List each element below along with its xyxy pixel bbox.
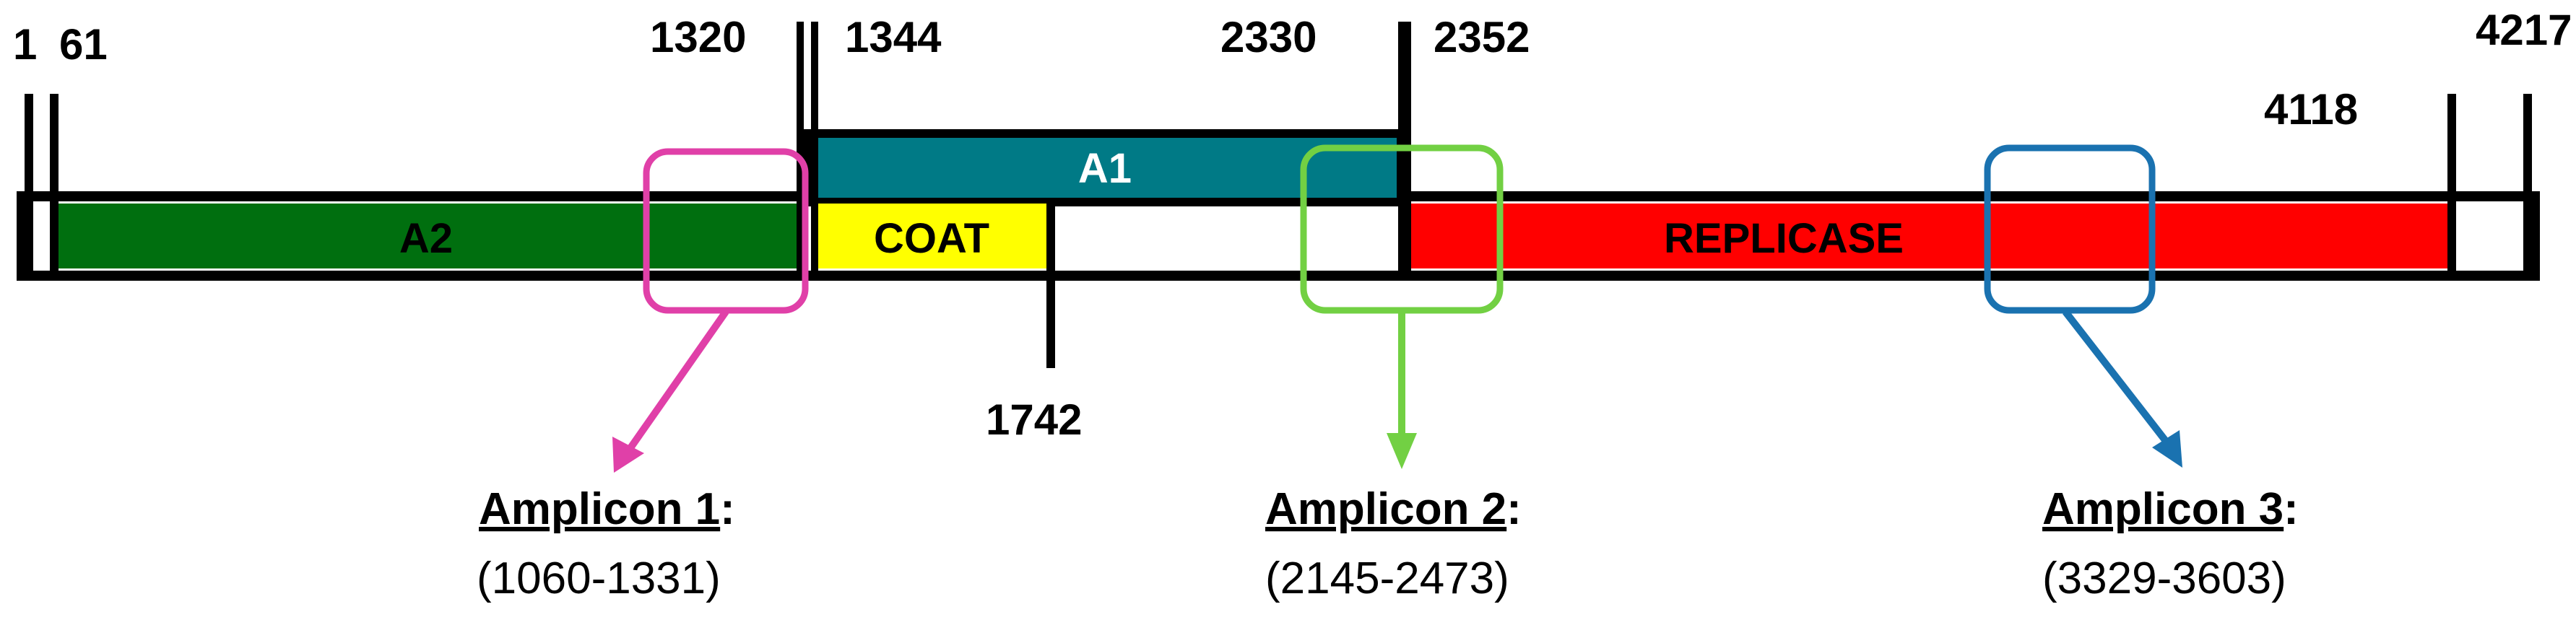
amplicon-1-heading: Amplicon 1: [479,484,735,534]
pos-label-2352: 2352 [1434,13,1530,61]
amplicon-2-heading: Amplicon 2: [1265,484,1522,534]
amplicon-2-colon: : [1506,484,1522,534]
gene-coat-bar [812,204,1051,268]
pos-label-4217: 4217 [2476,6,2572,54]
amplicon-2-range: (2145-2473) [1265,554,1509,603]
pos-label-1742: 1742 [986,395,1082,444]
amplicon-3-heading: Amplicon 3: [2042,484,2299,534]
gene-replicase-bar [1408,204,2448,268]
amplicon-1-title: Amplicon 1 [479,484,720,534]
boundary-marks [25,22,2532,368]
gene-replicase-label: REPLICASE [1664,215,1904,262]
amplicon-3: Amplicon 3: (3329-3603) [1984,144,2299,603]
amplicon-3-arrow [2063,309,2171,447]
pos-label-61: 61 [59,20,108,69]
amplicon-3-arrowhead [2152,430,2182,468]
amplicon-1-arrow [625,310,729,453]
amplicon-3-colon: : [2284,484,2299,534]
gene-coat-label: COAT [874,215,989,262]
amplicon-1: Amplicon 1: (1060-1331) [477,148,809,603]
gene-a1-label: A1 [1078,145,1132,192]
amplicon-2-arrowhead [1387,433,1417,469]
amplicon-3-box [1984,144,2156,314]
pos-label-2330: 2330 [1220,13,1317,61]
gene-a2-label: A2 [399,215,453,262]
pos-label-1: 1 [13,20,37,69]
amplicon-2-box [1300,144,1504,314]
pos-label-4118: 4118 [2264,85,2358,134]
amplicon-1-arrowhead [612,437,644,473]
amplicon-3-title: Amplicon 3 [2042,484,2284,534]
pos-label-1320: 1320 [650,13,746,61]
gene-a2-bar [54,204,805,268]
amplicon-2: Amplicon 2: (2145-2473) [1265,144,1522,603]
amplicon-1-range: (1060-1331) [477,554,721,603]
amplicon-2-title: Amplicon 2 [1265,484,1506,534]
amplicon-1-box [643,148,809,314]
amplicon-1-colon: : [720,484,735,534]
pos-label-1344: 1344 [845,13,942,61]
amplicon-3-range: (3329-3603) [2042,554,2286,603]
